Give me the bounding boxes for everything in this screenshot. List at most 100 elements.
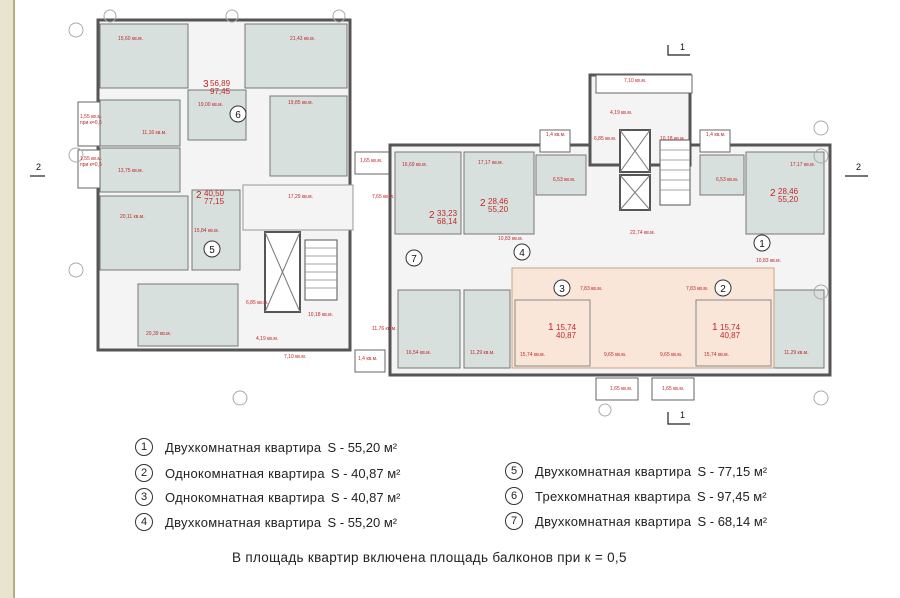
- legend-item-2: 2 Однокомнатная квартира S - 40,87 м²: [135, 463, 401, 483]
- label-r-11-76: 11,76 кв.м.: [372, 326, 397, 332]
- apt-4-total: 55,20: [488, 205, 509, 214]
- balcony-left-1: [77, 101, 101, 147]
- right-wing: [388, 73, 832, 401]
- apt-4-number: 2: [480, 198, 486, 209]
- apt-6-number: 3: [203, 79, 209, 90]
- label-r-21-43: 21,43 кв.м.: [290, 36, 315, 42]
- label-r-15-84: 15,84 кв.м.: [194, 228, 219, 234]
- apt-1-total: 55,20: [778, 195, 799, 204]
- marker-texts: 1 2 3 4 5 6 7: [209, 110, 765, 295]
- label-r-10-83b: 10,83 кв.м.: [756, 258, 781, 264]
- room-11-29b: [773, 289, 825, 369]
- marker-6-label: 6: [235, 110, 241, 121]
- label-r-16-54: 16,54 кв.м.: [406, 350, 431, 356]
- legend-item-6: 6 Трехкомнатная квартира S - 97,45 м²: [505, 486, 767, 506]
- legend-num-1: 1: [135, 438, 153, 456]
- room-15-60: [99, 23, 189, 89]
- apt-5-total: 77,15: [204, 197, 225, 206]
- balcony-right-2: [699, 129, 731, 153]
- legend-item-7: 7 Двухкомнатная квартира S - 68,14 м²: [505, 511, 767, 531]
- label-r-1-40c: 1,4 кв.м.: [358, 356, 377, 362]
- legend-num-6: 6: [505, 487, 523, 505]
- balcony-left-4: [354, 349, 386, 373]
- room-11-16: [99, 99, 181, 147]
- label-r-10-18b: 10,18 кв.м.: [660, 136, 685, 142]
- legend-num-7: 7: [505, 512, 523, 530]
- apt-7-total: 68,14: [437, 217, 458, 226]
- label-r-11-29a: 11,29 кв.м.: [470, 350, 495, 356]
- label-r-19-85: 19,85 кв.м.: [288, 100, 313, 106]
- apt-3-number: 1: [548, 322, 554, 333]
- section-mark-bottom: 1: [680, 410, 685, 420]
- label-r-15-74a: 15,74 кв.м.: [520, 352, 545, 358]
- label-r-19-00: 19,00 кв.м.: [198, 102, 223, 108]
- room-6-53a: [535, 154, 587, 196]
- balcony-right-1: [539, 129, 571, 153]
- marker-5: [203, 240, 221, 258]
- balcony-bottom-1: [595, 377, 639, 401]
- apt-2-total: 40,87: [720, 331, 741, 340]
- marker-1-label: 1: [759, 239, 765, 250]
- marker-5-label: 5: [209, 245, 215, 256]
- room-21-43: [244, 23, 348, 89]
- marker-4-label: 4: [519, 248, 525, 259]
- balcony-left-2: [77, 149, 101, 189]
- legend-num-4: 4: [135, 513, 153, 531]
- apt-3-total: 40,87: [556, 331, 577, 340]
- label-r-13-75: 13,75 кв.м.: [118, 168, 143, 174]
- legend-text-6: Трехкомнатная квартира: [535, 488, 691, 504]
- label-r-6-53a: 6,53 кв.м.: [553, 177, 575, 183]
- apartment-area-labels: 3 56,89 97,45 2 40,50 77,15 2 33,23 68,1…: [196, 79, 799, 340]
- legend-area-2: S - 40,87 м²: [330, 465, 401, 481]
- legend-text-1: Двухкомнатная квартира: [165, 439, 322, 455]
- label-r-4-19a: 4,19 кв.м.: [256, 336, 278, 342]
- marker-3: [553, 279, 571, 297]
- label-balcony-note-2: при к=0,5: [80, 162, 102, 168]
- section-lines: [30, 45, 868, 425]
- apartment-markers: [203, 105, 771, 297]
- label-r-6-53b: 6,53 кв.м.: [716, 177, 738, 183]
- legend-text-3: Однокомнатная квартира: [165, 489, 325, 505]
- label-r-4-19b: 4,19 кв.м.: [610, 110, 632, 116]
- marker-2: [714, 279, 732, 297]
- legend-item-4: 4 Двухкомнатная квартира S - 55,20 м²: [135, 512, 397, 532]
- legend-area-3: S - 40,87 м²: [330, 489, 401, 505]
- apt-2-number: 1: [712, 322, 718, 333]
- label-r-1-40b: 1,4 кв.м.: [706, 132, 725, 138]
- label-r-1-65a: 1,65 кв.м.: [610, 386, 632, 392]
- label-r-20-11: 20,11 кв.м.: [120, 214, 145, 220]
- label-r-6-85b: 6,85 кв.м.: [594, 136, 616, 142]
- side-mark-left: 2: [36, 162, 41, 172]
- room-15-74b: [695, 299, 772, 367]
- marker-3-label: 3: [559, 284, 565, 295]
- legend-text-4: Двухкомнатная квартира: [165, 514, 322, 530]
- room-6-53b: [699, 154, 745, 196]
- label-r-10-18a: 10,18 кв.м.: [308, 312, 333, 318]
- legend-num-5: 5: [505, 462, 523, 480]
- marker-2-label: 2: [720, 284, 726, 295]
- legend-area-7: S - 68,14 м²: [697, 513, 768, 529]
- room-19-85: [269, 95, 348, 177]
- legend-item-3: 3 Однокомнатная квартира S - 40,87 м²: [135, 487, 401, 507]
- room-17-17a: [463, 151, 535, 235]
- legend-item-5: 5 Двухкомнатная квартира S - 77,15 м²: [505, 461, 767, 481]
- apt-3-living: 15,74: [556, 323, 577, 332]
- side-mark-right: 2: [856, 162, 861, 172]
- floor-plan: 1 2 3 4 5 6 7 1 1 2 2 3 56,89 97,45 2 40…: [30, 9, 868, 425]
- label-r-1-65b: 1,65 кв.м.: [662, 386, 684, 392]
- page-frame-strip: [0, 0, 15, 598]
- section-mark-texts: 1 1 2 2: [36, 42, 861, 420]
- legend-text-7: Двухкомнатная квартира: [535, 513, 692, 529]
- apt-4-living: 28,46: [488, 197, 509, 206]
- label-r-17-17a: 17,17 кв.м.: [478, 160, 503, 166]
- label-r-1-55b: 1,55 кв.м.: [80, 156, 102, 162]
- label-r-17-29: 17,29 кв.м.: [288, 194, 313, 200]
- label-r-1-40a: 1,4 кв.м.: [546, 132, 565, 138]
- room-16-69: [394, 151, 462, 235]
- room-15-74a: [514, 299, 591, 367]
- label-r-15-74b: 15,74 кв.м.: [704, 352, 729, 358]
- stairs-core: [659, 139, 691, 206]
- label-r-20-39: 20,39 кв.м.: [146, 331, 171, 337]
- legend-item-1: 1 Двухкомнатная квартира S - 55,20 м²: [135, 437, 397, 457]
- label-r-22-74: 22,74 кв.м.: [630, 230, 655, 236]
